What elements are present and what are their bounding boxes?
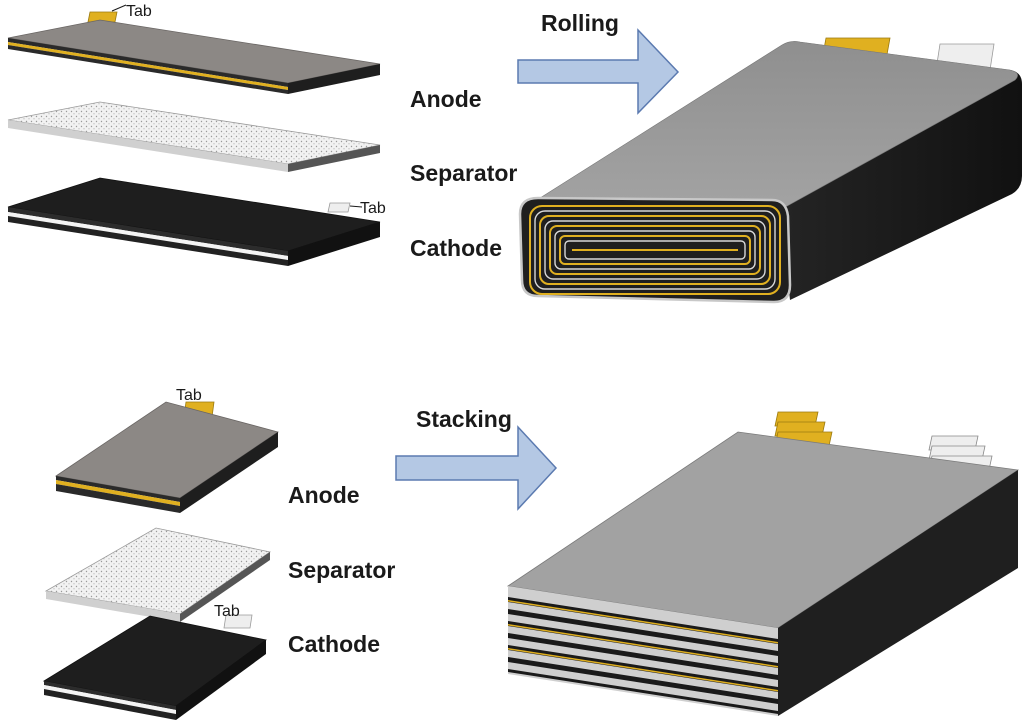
rolling-process-label: Rolling [541,10,619,36]
stacking-separator-sheet [44,527,271,622]
stacking-process-label: Stacking [416,406,512,432]
stacking-anode-sheet [54,401,279,513]
stacking-anode-tab-label: Tab [176,387,202,404]
rolled-cell [518,37,1022,304]
stacking-cathode-sheet [42,614,267,720]
stacked-cell [506,411,1020,716]
stacking-cathode-tab [223,614,253,629]
rolling-separator-sheet [7,101,381,172]
rolling-cathode-tab [327,202,351,213]
rolling-arrow [517,28,680,115]
rolling-anode-sheet [7,4,381,94]
rolling-anode-label: Anode [410,86,482,112]
stacking-separator-label: Separator [288,557,395,583]
stacked-cell-side [778,470,1018,716]
rolling-anode-tab-label: Tab [126,3,152,20]
rolling-cathode-sheet [7,177,381,266]
rolling-cathode-label: Cathode [410,235,502,261]
rolling-separator-label: Separator [410,160,517,186]
stacking-cathode-label: Cathode [288,631,380,657]
stacking-section [42,401,1020,720]
stacking-arrow [395,425,558,511]
rolling-section [7,4,1022,304]
stacking-cathode-tab-label: Tab [214,603,240,620]
jelly-roll-spiral [529,205,781,295]
stacking-anode-label: Anode [288,482,360,508]
rolling-cathode-tab-label: Tab [360,200,386,217]
stacked-cell-front-layers [508,586,778,716]
